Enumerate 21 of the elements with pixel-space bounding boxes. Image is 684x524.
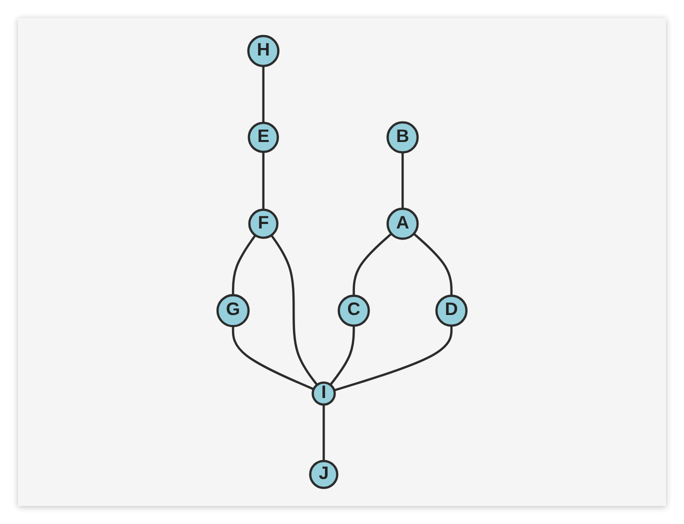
connector (402, 152, 404, 209)
node-circle: E (248, 122, 279, 154)
node-circle: I (312, 381, 336, 406)
connector (232, 234, 256, 296)
node-circle: G (216, 294, 250, 328)
node-circle: H (247, 34, 280, 68)
node-circle: D (435, 294, 468, 327)
connector (232, 326, 314, 390)
connector (262, 152, 264, 210)
node-circle: B (386, 121, 419, 154)
connector (334, 326, 453, 392)
node-circle: F (248, 208, 278, 239)
connector (270, 234, 318, 386)
node-circle: A (386, 208, 419, 240)
connector (262, 66, 264, 123)
node-circle: C (338, 294, 370, 327)
connector (352, 232, 392, 296)
connector (330, 326, 355, 386)
node-circle: J (309, 460, 338, 490)
connector (413, 232, 453, 296)
connector (322, 404, 325, 461)
